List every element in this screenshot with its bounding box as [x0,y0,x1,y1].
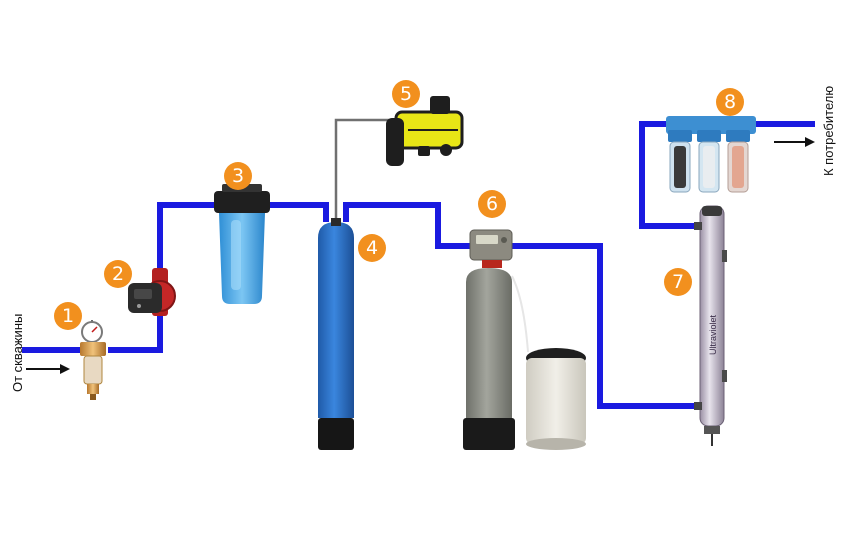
badge-6: 6 [478,190,506,218]
badge-8-text: 8 [724,91,736,113]
cartridge-filter-housing [214,184,270,304]
badge-7: 7 [664,268,692,296]
air-compressor [386,96,464,166]
badge-8: 8 [716,88,744,116]
badge-5-text: 5 [400,83,412,105]
pipe-3-to-4 [264,202,329,222]
water-softener [463,229,529,450]
aeration-tank [318,218,354,450]
pipe-7-to-8 [639,121,697,229]
pipe-4-to-6 [343,202,470,249]
pipeline [22,121,815,409]
uv-sterilizer: Ultraviolet [694,205,727,446]
badge-4: 4 [358,234,386,262]
mesh-filter-with-gauge [80,320,106,400]
badge-1-text: 1 [62,305,74,327]
badge-5: 5 [392,80,420,108]
badge-2-text: 2 [112,263,124,285]
inlet-label: От скважины [10,314,25,392]
badge-6-text: 6 [486,193,498,215]
circulation-pump [128,268,176,316]
pipe-1-to-2 [108,300,163,353]
badge-2: 2 [104,260,132,288]
badge-7-text: 7 [672,271,684,293]
badge-3-text: 3 [232,165,244,187]
badge-1: 1 [54,302,82,330]
inlet-arrow [26,364,70,374]
uv-lamp-text: Ultraviolet [708,314,718,355]
badge-3: 3 [224,162,252,190]
brine-tank [526,348,586,450]
triple-cartridge-filter [666,116,756,193]
outlet-arrow [774,137,815,147]
air-line [334,118,396,222]
badge-4-text: 4 [366,237,378,259]
pipe-6-to-7 [512,243,697,409]
outlet-label: К потребителю [821,86,836,176]
pipe-2-to-3 [157,202,220,275]
